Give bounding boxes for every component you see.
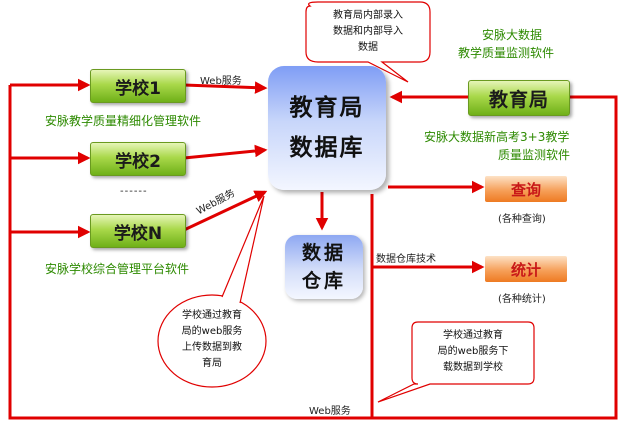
warehouse-title-line2: 仓库 [301,270,346,292]
top-callout-line3: 数据 [358,42,378,53]
query-box[interactable]: 查询 [485,176,567,202]
left-callout-line1: 学校通过教育 [182,310,242,321]
stats-label: 统计 [510,260,541,279]
school2-to-db-arrow [183,144,268,160]
right-callout-text: 学校通过教育 局的web服务下 载数据到学校 [412,328,534,376]
right-callout-line3: 载数据到学校 [443,362,503,373]
school-n-software: 安脉学校综合管理平台软件 [45,262,190,276]
data-warehouse-box[interactable]: 数据 仓库 [285,235,363,299]
school1-to-db-arrow [183,81,268,94]
warehouse-title-line1: 数据 [301,242,346,264]
right-callout-bubble [377,321,535,403]
web-service-label-top: Web服务 [200,76,242,87]
right-callout-line2: 局的web服务下 [437,346,509,357]
bureau-bottom-software-line2: 质量监测软件 [498,148,571,162]
school-1-label: 学校1 [115,78,161,99]
stats-box[interactable]: 统计 [485,256,567,282]
school-1-software: 安脉教学质量精细化管理软件 [45,114,202,128]
web-service-label-bottom: Web服务 [309,406,351,417]
school-2-box[interactable]: 学校2 [90,142,186,176]
top-callout-bubble [305,1,431,83]
query-label: 查询 [510,180,541,199]
bureau-label: 教育局 [488,88,549,111]
left-callout-line2: 局的web服务 [181,326,243,337]
query-note: (各种查询) [498,214,546,225]
school-n-label: 学校N [113,223,163,244]
ellipsis-separator: ------ [120,186,148,197]
bureau-top-software-line1: 安脉大数据 [482,28,543,42]
school-n-box[interactable]: 学校N [90,214,186,248]
bureau-top-software-line2: 教学质量监测软件 [458,46,555,60]
left-callout-line4: 育局 [202,358,222,369]
right-callout-line1: 学校通过教育 [443,330,503,341]
left-callout-ellipse [157,294,267,388]
bureau-database-box[interactable]: 教育局 数据库 [268,66,386,190]
schooln-to-db-arrow [183,190,268,232]
left-callout-line3: 上传数据到教 [182,342,242,353]
school-1-box[interactable]: 学校1 [90,69,186,103]
left-callout-tail [221,195,265,304]
database-title-line1: 教育局 [289,95,365,121]
top-callout-line1: 教育局内部录入 [333,10,403,21]
warehouse-tech-label: 数据仓库技术 [376,254,436,265]
bureau-bottom-software-line1: 安脉大数据新高考3+3教学 [424,130,570,144]
school-2-label: 学校2 [115,151,161,172]
top-callout-line2: 数据和内部导入 [333,26,403,37]
top-callout-text: 教育局内部录入 数据和内部导入 数据 [306,8,430,56]
database-title-line2: 数据库 [289,135,365,161]
stats-note: (各种统计) [498,294,546,305]
education-bureau-box[interactable]: 教育局 [468,80,570,116]
left-callout-text: 学校通过教育 局的web服务 上传数据到教 育局 [162,308,262,372]
